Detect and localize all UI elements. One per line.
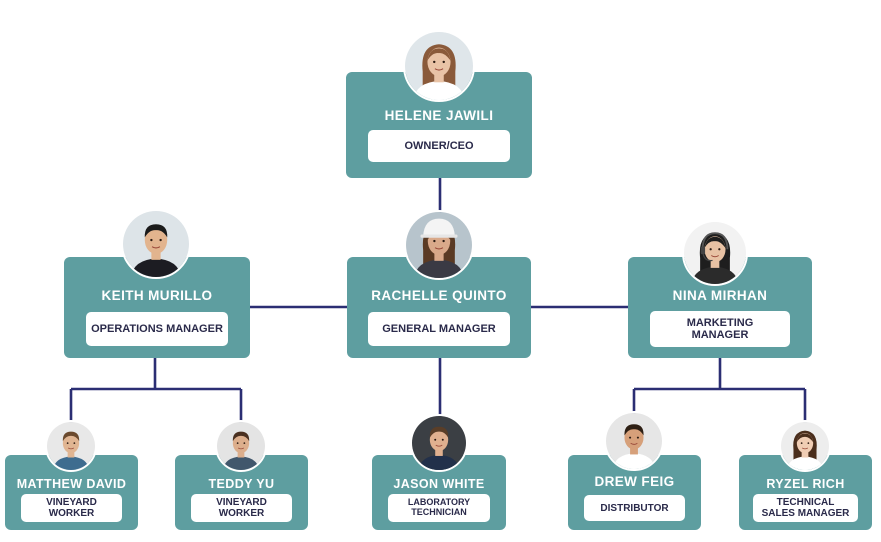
- person-name: TEDDY YU: [208, 477, 275, 491]
- person-role: DISTRIBUTOR: [584, 495, 685, 521]
- person-role: OPERATIONS MANAGER: [86, 312, 228, 346]
- person-name: NINA MIRHAN: [672, 288, 768, 303]
- man-portrait-icon: [121, 209, 191, 279]
- person-role: GENERAL MANAGER: [368, 312, 510, 346]
- person-role: VINEYARD WORKER: [21, 494, 122, 522]
- person-name: DREW FEIG: [594, 474, 675, 489]
- person-name: RACHELLE QUINTO: [371, 288, 507, 303]
- node-drew-feig: DREW FEIG DISTRIBUTOR: [568, 455, 701, 530]
- person-role: OWNER/CEO: [368, 130, 510, 162]
- woman-hardhat-portrait-icon: [404, 210, 474, 280]
- woman-portrait-icon: [403, 30, 475, 102]
- person-role: LABORATORY TECHNICIAN: [388, 494, 490, 522]
- person-name: KEITH MURILLO: [101, 288, 213, 303]
- man-portrait-icon: [410, 414, 468, 472]
- person-name: MATTHEW DAVID: [16, 477, 127, 491]
- woman-portrait-icon: [779, 420, 831, 472]
- woman-headset-portrait-icon: [682, 220, 748, 286]
- person-role: TECHNICAL SALES MANAGER: [753, 494, 858, 522]
- person-name: RYZEL RICH: [766, 477, 845, 491]
- man-portrait-icon: [45, 420, 97, 472]
- man-portrait-icon: [215, 420, 267, 472]
- man-portrait-icon: [604, 411, 664, 471]
- person-name: HELENE JAWILI: [384, 108, 494, 123]
- person-role: VINEYARD WORKER: [191, 494, 292, 522]
- node-matthew-david: MATTHEW DAVID VINEYARD WORKER: [5, 455, 138, 530]
- person-role: MARKETING MANAGER: [650, 311, 790, 347]
- person-name: JASON WHITE: [393, 477, 485, 491]
